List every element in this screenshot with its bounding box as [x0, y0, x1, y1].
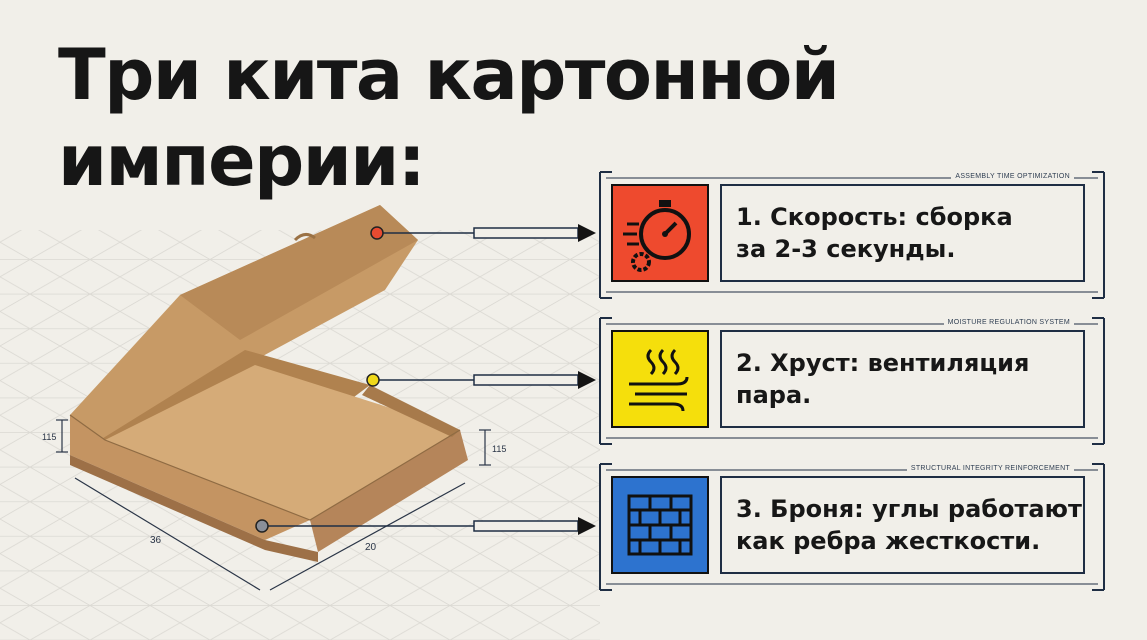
callout-text-box: 3. Броня: углы работают как ребра жестко… — [720, 476, 1085, 574]
steam-wind-icon — [629, 348, 689, 412]
pizza-box-illustration: 115 115 36 20 — [42, 205, 506, 591]
box-front-left — [70, 415, 310, 540]
callout-tag: ASSEMBLY TIME OPTIMIZATION — [951, 173, 1074, 180]
callout-tag: STRUCTURAL INTEGRITY REINFORCEMENT — [906, 465, 1074, 472]
icon-tile-crunch — [611, 330, 709, 428]
title-line-2: империи: — [58, 120, 426, 202]
icon-tile-speed — [611, 184, 709, 282]
dim-height-left: 115 — [42, 432, 56, 442]
callout-armor: STRUCTURAL INTEGRITY REINFORCEMENT 3. Бр… — [598, 462, 1106, 592]
callout-frame — [599, 171, 1105, 299]
page-title: Три кита картонной империи: — [58, 32, 840, 204]
stopwatch-gear-icon — [623, 200, 691, 272]
icon-tile-armor — [611, 476, 709, 574]
brick-wall-icon — [627, 494, 693, 556]
dim-width: 20 — [365, 542, 377, 553]
dim-length: 36 — [150, 535, 162, 546]
callout-text-crunch: 2. Хруст: вентиляция пара. — [736, 349, 1030, 409]
callout-crunch: MOISTURE REGULATION SYSTEM 2. Хруст: вен… — [598, 316, 1106, 446]
callout-text-speed: 1. Скорость: сборка за 2-3 секунды. — [736, 203, 1013, 263]
dim-height-right: 115 — [492, 444, 506, 454]
callout-text-armor: 3. Броня: углы работают как ребра жестко… — [736, 495, 1082, 555]
title-line-1: Три кита картонной — [58, 34, 840, 116]
box-floor — [105, 365, 460, 520]
callout-tag: MOISTURE REGULATION SYSTEM — [943, 319, 1074, 326]
callout-text-box: 2. Хруст: вентиляция пара. — [720, 330, 1085, 428]
callout-speed: ASSEMBLY TIME OPTIMIZATION 1. Скорость: … — [598, 170, 1106, 300]
box-front-right — [310, 430, 468, 552]
callout-text-box: 1. Скорость: сборка за 2-3 секунды. — [720, 184, 1085, 282]
